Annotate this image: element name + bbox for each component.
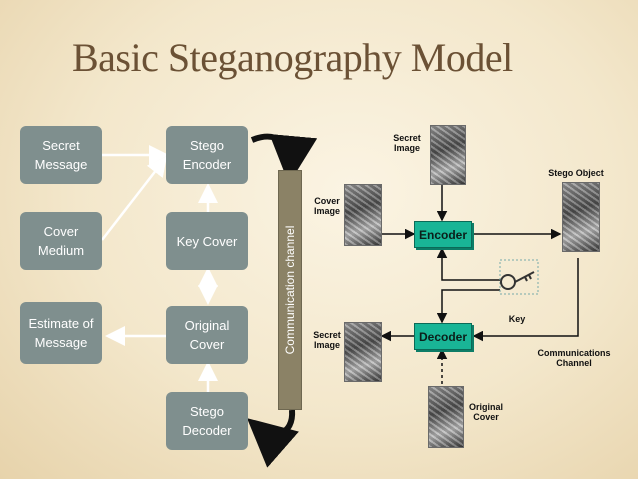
- stego-decoder-box: Stego Decoder: [166, 392, 248, 450]
- link-key-to-encoder: [436, 247, 500, 281]
- key-icon: [499, 259, 539, 295]
- secret-image-bottom-label: Secret Image: [313, 330, 341, 350]
- curve-channel-to-decoder: [246, 409, 299, 468]
- stego-object-label: Stego Object: [548, 168, 604, 178]
- page-title: Basic Steganography Model: [72, 35, 513, 80]
- secret-image-top-photo: [430, 125, 466, 185]
- link-cover-to-encoder: [101, 156, 168, 241]
- original-cover-label: Original Cover: [468, 402, 503, 422]
- communications-channel-label: Communications Channel: [537, 348, 611, 368]
- link-stego-to-decoder: [472, 258, 579, 342]
- stego-encoder-box: Stego Encoder: [166, 126, 248, 184]
- key-cover-box: Key Cover: [166, 212, 248, 270]
- secret-image-top-label: Secret Image: [393, 133, 421, 153]
- decoder-block: Decoder: [414, 323, 472, 350]
- original-cover-box: Original Cover: [166, 306, 248, 364]
- estimate-of-message-box: Estimate of Message: [20, 302, 102, 364]
- communication-channel-bar: Communication channel: [278, 170, 302, 410]
- original-cover-photo: [428, 386, 464, 448]
- secret-message-box: Secret Message: [20, 126, 102, 184]
- link-key-to-decoder: [436, 289, 500, 324]
- curve-encoder-to-channel: [250, 133, 318, 184]
- stego-object-photo: [562, 182, 600, 252]
- secret-image-bottom-photo: [344, 322, 382, 382]
- cover-image-label: Cover Image: [313, 196, 340, 216]
- key-label: Key: [508, 314, 526, 324]
- cover-medium-box: Cover Medium: [20, 212, 102, 270]
- cover-image-photo: [344, 184, 382, 246]
- encoder-block: Encoder: [414, 221, 472, 248]
